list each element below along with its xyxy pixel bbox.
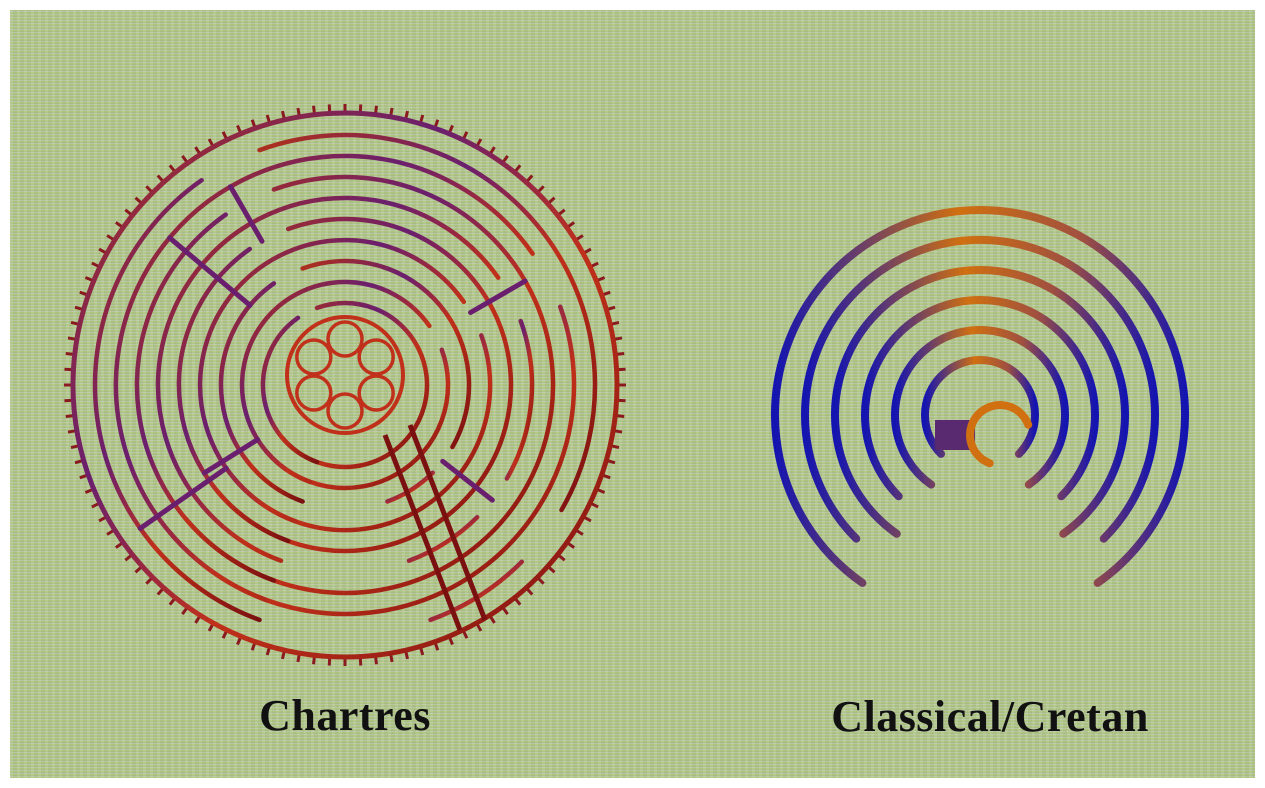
cretan-labyrinth bbox=[770, 195, 1210, 635]
cretan-labyrinth-panel: Classical/Cretan bbox=[770, 195, 1210, 740]
diagram-canvas: Chartres Classical/Cretan bbox=[10, 10, 1255, 778]
rosette-petal bbox=[297, 376, 331, 410]
chartres-labyrinth bbox=[50, 90, 640, 680]
chartres-lunations bbox=[64, 104, 626, 666]
rosette-outline bbox=[287, 317, 403, 433]
outer-wall bbox=[73, 113, 617, 657]
chartres-center-rosette bbox=[287, 317, 403, 433]
cretan-caption: Classical/Cretan bbox=[770, 691, 1210, 742]
ring-wall bbox=[282, 303, 427, 467]
rosette-petal bbox=[359, 376, 393, 410]
chartres-labyrinth-panel: Chartres bbox=[50, 90, 640, 740]
cretan-walls bbox=[775, 210, 1185, 583]
rosette-petal bbox=[359, 340, 393, 374]
rosette-petal bbox=[328, 394, 362, 428]
chartres-rings bbox=[95, 135, 595, 620]
rosette-petal bbox=[328, 322, 362, 356]
rosette-petal bbox=[297, 340, 331, 374]
cretan-wall bbox=[835, 270, 1125, 534]
chartres-caption: Chartres bbox=[50, 690, 640, 741]
